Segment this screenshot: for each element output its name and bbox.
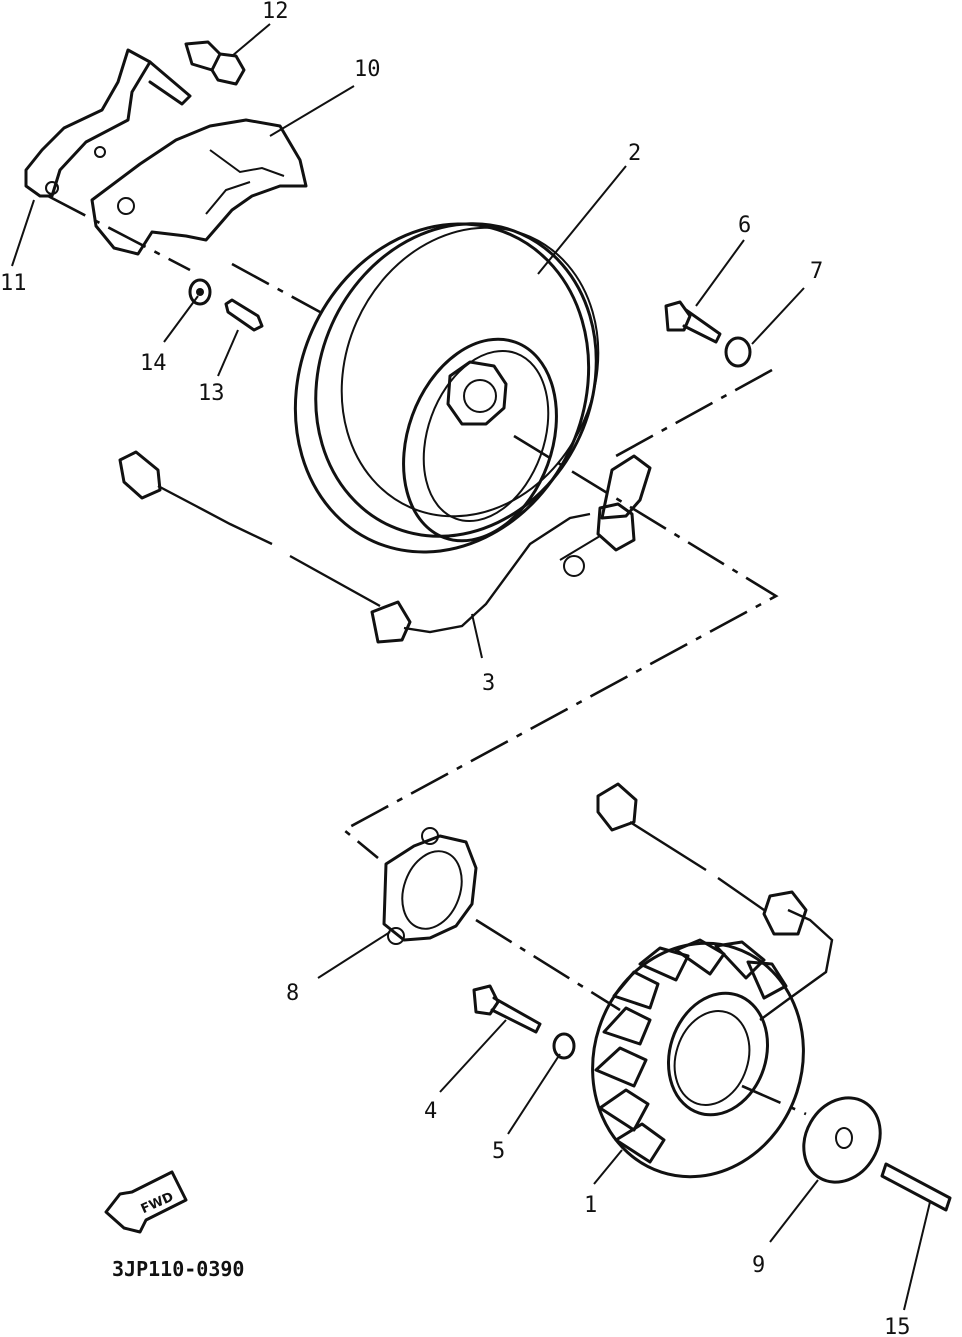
bolt-13 [224,298,264,332]
washer-7 [724,336,752,368]
callout-1: 1 [584,1193,597,1218]
washer-5 [552,1032,576,1060]
cover-10 [90,118,308,256]
callout-11: 11 [0,271,27,296]
callout-10: 10 [354,57,381,82]
washer-9 [802,1096,882,1184]
flywheel-rotor-2 [293,222,600,554]
stator-1 [591,782,834,1179]
callout-3: 3 [482,671,495,696]
nut-14 [188,278,212,306]
callout-9: 9 [752,1253,765,1278]
drawing-code: 3JP110-0390 [112,1257,244,1281]
clip-12 [184,40,246,86]
callout-5: 5 [492,1139,505,1164]
callout-13: 13 [198,381,225,406]
pin-15 [880,1162,952,1212]
fwd-arrow-icon: FWD [104,1170,188,1234]
assembly-lines [47,194,807,1116]
bolt-6 [664,300,722,344]
leader-lines [11,23,931,1311]
bolt-4 [472,984,542,1034]
callout-6: 6 [738,213,751,238]
callout-labels: 1 2 3 4 5 6 7 8 9 10 11 12 13 14 15 [0,0,911,1337]
callout-8: 8 [286,981,299,1006]
callout-2: 2 [628,141,641,166]
pickup-coil-3 [118,450,652,644]
callout-12: 12 [262,0,289,24]
callout-14: 14 [140,351,167,376]
bracket-11 [24,48,192,198]
callout-7: 7 [810,259,823,284]
oil-seal-holder-8 [382,827,478,945]
callout-15: 15 [884,1315,911,1337]
callout-4: 4 [424,1099,437,1124]
